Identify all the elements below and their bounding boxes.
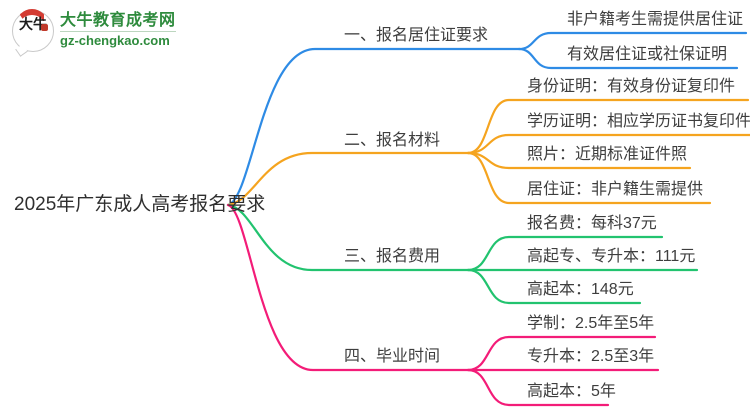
logo-red-arc [16, 9, 48, 25]
leaf-node: 学制：2.5年至5年 [527, 315, 655, 332]
branch2-connectors [226, 98, 750, 207]
branch4-connectors [226, 203, 660, 407]
leaf-node: 非户籍考生需提供居住证 [567, 11, 744, 28]
branch1-connectors [226, 31, 748, 207]
leaf-node: 照片：近期标准证件照 [527, 146, 688, 163]
leaf-node: 高起本：5年 [527, 383, 616, 400]
leaf-node: 高起专、专升本：111元 [527, 248, 696, 265]
logo-title: 大牛教育成考网 [60, 12, 176, 29]
leaf-node: 报名费：每科37元 [527, 215, 657, 232]
branch-label-4: 四、毕业时间 [344, 348, 441, 365]
logo-subtitle: gz-chengkao.com [60, 31, 176, 49]
logo-seal-icon [41, 24, 48, 31]
branch-label-2: 二、报名材料 [344, 132, 441, 149]
leaf-node: 有效居住证或社保证明 [567, 46, 728, 63]
site-logo: 大牛 大牛教育成考网 gz-chengkao.com [12, 9, 176, 57]
logo-icon-text: 大牛 [19, 16, 47, 32]
branch-label-1: 一、报名居住证要求 [344, 27, 489, 44]
leaf-node: 居住证：非户籍生需提供 [527, 181, 704, 198]
leaf-node: 学历证明：相应学历证书复印件 [527, 113, 750, 130]
branch3-connectors [226, 203, 699, 305]
leaf-node: 高起本：148元 [527, 281, 634, 298]
logo-bubble-icon: 大牛 [12, 9, 54, 57]
root-node: 2025年广东成人高考报名要求 [14, 194, 266, 215]
leaf-node: 身份证明：有效身份证复印件 [527, 78, 736, 95]
branch-label-3: 三、报名费用 [344, 248, 441, 265]
leaf-node: 专升本：2.5至3年 [527, 348, 655, 365]
